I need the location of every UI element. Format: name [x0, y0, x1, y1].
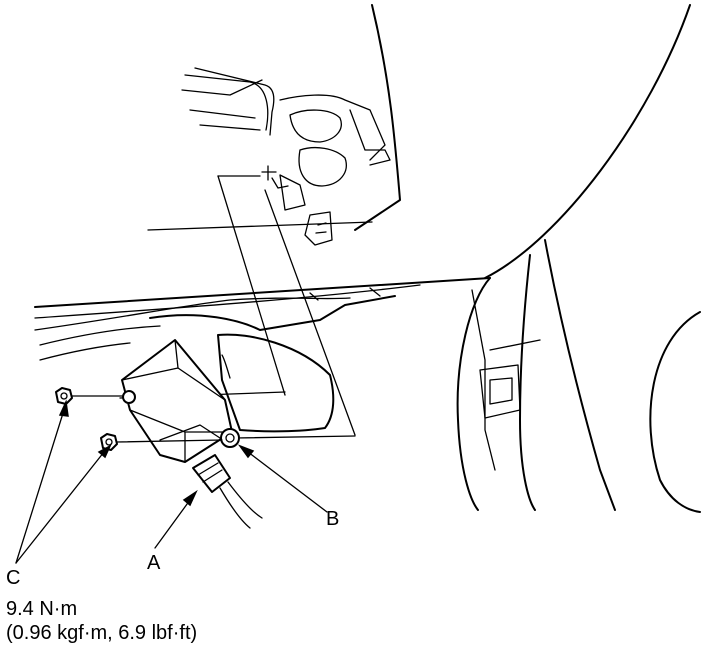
nut-c-upper	[55, 387, 73, 405]
door-opening	[456, 239, 701, 513]
callout-arrow-c-lower	[15, 444, 112, 564]
kick-panel-cover	[217, 333, 335, 433]
torque-spec-alt: (0.96 kgf·m, 6.9 lbf·ft)	[6, 622, 198, 644]
nut-c-lower	[100, 433, 118, 451]
control-module	[121, 339, 240, 463]
dashboard-underside	[147, 4, 691, 279]
connector-a	[192, 454, 263, 529]
label-c: C	[6, 567, 21, 589]
nut-leader-lines	[71, 395, 223, 443]
torque-spec-nm: 9.4 N·m	[6, 598, 78, 620]
dashboard-lower-edge	[34, 277, 491, 361]
label-a: A	[147, 552, 161, 574]
label-b: B	[326, 508, 340, 530]
callout-arrow-a	[154, 489, 198, 549]
callout-arrow-b	[237, 444, 328, 513]
callout-arrow-c-upper	[15, 399, 69, 564]
